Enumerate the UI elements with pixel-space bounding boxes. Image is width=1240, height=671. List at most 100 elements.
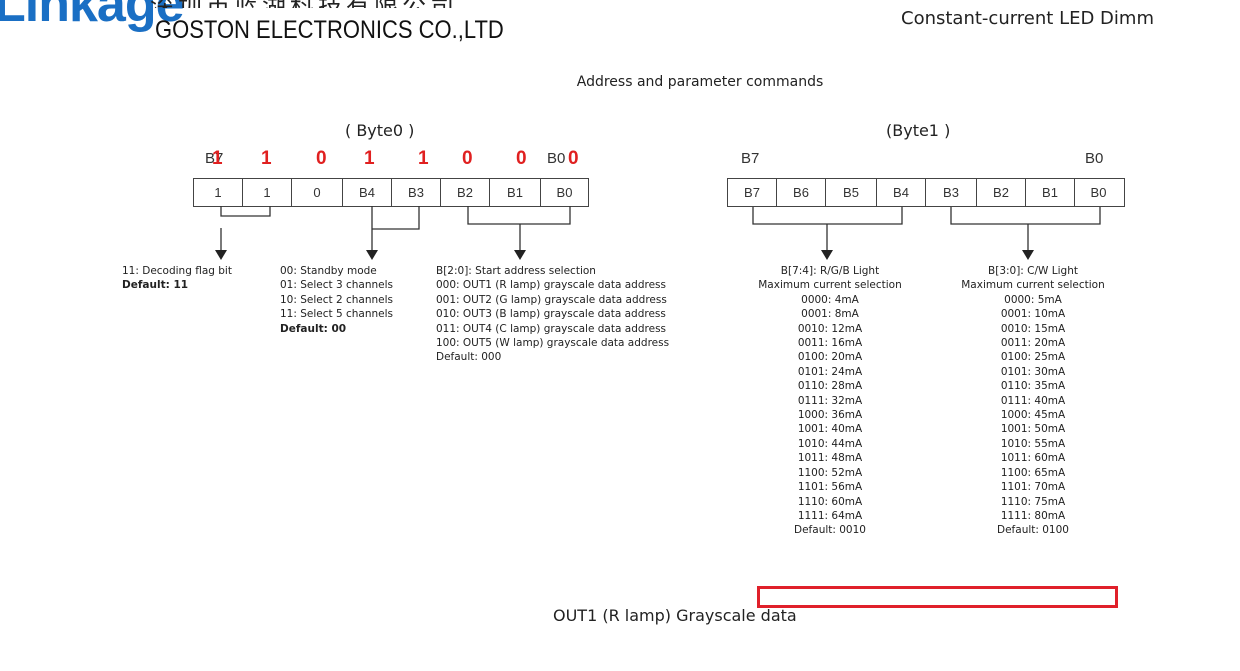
channels-line: 11: Select 5 channels	[280, 308, 394, 321]
rgb-current-row: 0100: 20mA	[797, 351, 863, 364]
byte1-rgb-description: B[7:4]: R/G/B Light Maximum current sele…	[740, 264, 920, 538]
byte0-label: ( Byte0 )	[345, 121, 415, 140]
byte0-address-description: B[2:0]: Start address selection 000: OUT…	[436, 264, 669, 365]
byte1-cell-b5: B5	[826, 179, 877, 206]
cw-current-row: 0001: 10mA	[1000, 308, 1066, 321]
byte1-cell-b7: B7	[728, 179, 777, 206]
address-line: 011: OUT4 (C lamp) grayscale data addres…	[436, 322, 667, 335]
rgb-current-row: 1011: 48mA	[797, 452, 863, 465]
rgb-current-row: 1000: 36mA	[797, 409, 863, 422]
address-line: 010: OUT3 (B lamp) grayscale data addres…	[436, 308, 666, 321]
cw-current-row: 0010: 15mA	[1000, 322, 1066, 335]
section-title: Address and parameter commands	[576, 74, 824, 90]
byte0-lsb-label: B0	[547, 150, 566, 167]
byte1-label: (Byte1 )	[886, 121, 951, 140]
byte0-bit5-value: 0	[316, 148, 327, 169]
byte0-bit1-value: 0	[516, 148, 527, 169]
byte0-cell-b2: B2	[441, 179, 490, 206]
rgb-current-row: 1110: 60mA	[797, 495, 863, 508]
byte1-lsb-label: B0	[1085, 150, 1104, 167]
rgb-current-row: 1100: 52mA	[797, 466, 863, 479]
cw-current-row: 0000: 5mA	[1004, 293, 1062, 306]
rgb-current-row: 1010: 44mA	[797, 437, 863, 450]
cw-current-row: 1100: 65mA	[1000, 466, 1066, 479]
arrow-down-icon	[821, 250, 833, 260]
address-line: 001: OUT2 (G lamp) grayscale data addres…	[436, 293, 667, 306]
cw-current-row: 1101: 70mA	[1000, 481, 1066, 494]
rgb-current-row: 1001: 40mA	[797, 423, 863, 436]
rgb-current-row: 1101: 56mA	[797, 481, 863, 494]
channels-line: 10: Select 2 channels	[280, 293, 394, 306]
byte0-cell-b5: 0	[292, 179, 343, 206]
address-line: B[2:0]: Start address selection	[436, 265, 596, 277]
byte0-bracket-channels	[372, 206, 420, 230]
cw-current-row: 0011: 20mA	[1000, 337, 1066, 350]
byte0-cell-b0: B0	[556, 185, 573, 200]
byte0-bit0-value: 0	[568, 148, 579, 169]
arrow-down-icon	[514, 250, 526, 260]
rgb-default: Default: 0010	[794, 524, 866, 537]
rgb-current-row: 0001: 8mA	[801, 308, 859, 321]
address-default: Default: 000	[436, 351, 502, 364]
company-logo: Linkage	[0, 0, 184, 33]
arrow-down-icon	[215, 250, 227, 260]
byte0-msb-label: B7	[205, 150, 224, 167]
channels-line: 01: Select 3 channels	[280, 279, 394, 292]
rgb-current-row: 0010: 12mA	[797, 322, 863, 335]
document-title: Constant-current LED Dimm	[901, 8, 1154, 29]
company-name-chinese: 深圳市蓝湖科技有限公司	[150, 0, 570, 8]
arrow-down-icon	[366, 250, 378, 260]
byte1-bracket-cw	[950, 206, 1101, 225]
rgb-subtitle: Maximum current selection	[758, 279, 902, 292]
caption-out1-grayscale: OUT1 (R lamp) Grayscale data	[553, 606, 797, 625]
address-line: 100: OUT5 (W lamp) grayscale data addres…	[436, 337, 670, 350]
address-line: 000: OUT1 (R lamp) grayscale data addres…	[436, 279, 666, 292]
rgb-current-row: 0011: 16mA	[797, 337, 863, 350]
byte1-cell-b4: B4	[877, 179, 926, 206]
flag-line: 11: Decoding flag bit	[122, 265, 232, 277]
byte0-cell-b4: B4	[343, 179, 392, 206]
rgb-current-row: 0110: 28mA	[797, 380, 863, 393]
channels-default: Default: 00	[280, 322, 347, 335]
channels-line: 00: Standby mode	[280, 265, 377, 277]
arrow-down-icon	[1022, 250, 1034, 260]
byte1-register: B7 B6 B5 B4 B3 B2 B1 B0	[727, 178, 1125, 207]
byte1-cell-b1: B1	[1026, 179, 1075, 206]
cw-current-row: 0100: 25mA	[1000, 351, 1066, 364]
byte1-msb-label: B7	[741, 150, 760, 167]
byte0-bit3-value: 1	[418, 148, 429, 169]
byte0-bit6-value: 1	[261, 148, 272, 169]
byte0-bit7-value: 1	[212, 148, 223, 169]
cw-current-row: 1110: 75mA	[1000, 495, 1066, 508]
rgb-current-row: 0101: 24mA	[797, 365, 863, 378]
byte1-cell-b2: B2	[977, 179, 1026, 206]
byte1-cell-b0: B0	[1090, 185, 1107, 200]
cw-current-row: 1001: 50mA	[1000, 423, 1066, 436]
byte0-cell-b1: B1	[490, 179, 541, 206]
byte1-bracket-rgb	[752, 206, 903, 225]
byte0-bracket-flag	[220, 206, 271, 217]
cw-current-row: 0110: 35mA	[1000, 380, 1066, 393]
rgb-current-row: 0000: 4mA	[801, 293, 859, 306]
cw-current-row: 0101: 30mA	[1000, 365, 1066, 378]
cw-current-row: 1111: 80mA	[1000, 509, 1066, 522]
rgb-title: B[7:4]: R/G/B Light	[780, 265, 880, 277]
rgb-current-row: 0111: 32mA	[797, 394, 863, 407]
flag-default: Default: 11	[122, 279, 189, 292]
byte0-bit4-value: 1	[364, 148, 375, 169]
rgb-current-row: 1111: 64mA	[797, 509, 863, 522]
byte0-register: 1 1 0 B4 B3 B2 B1 B0	[193, 178, 589, 207]
byte0-cell-b3: B3	[392, 179, 441, 206]
cw-current-row: 0111: 40mA	[1000, 394, 1066, 407]
cw-current-row: 1000: 45mA	[1000, 409, 1066, 422]
defaults-highlight-box	[757, 586, 1118, 608]
byte0-channels-description: 00: Standby mode 01: Select 3 channels 1…	[280, 264, 393, 336]
cw-subtitle: Maximum current selection	[961, 279, 1105, 292]
byte1-cw-description: B[3:0]: C/W Light Maximum current select…	[943, 264, 1123, 538]
byte0-cell-b7: 1	[194, 179, 243, 206]
cw-current-row: 1010: 55mA	[1000, 437, 1066, 450]
byte1-cell-b3: B3	[926, 179, 977, 206]
